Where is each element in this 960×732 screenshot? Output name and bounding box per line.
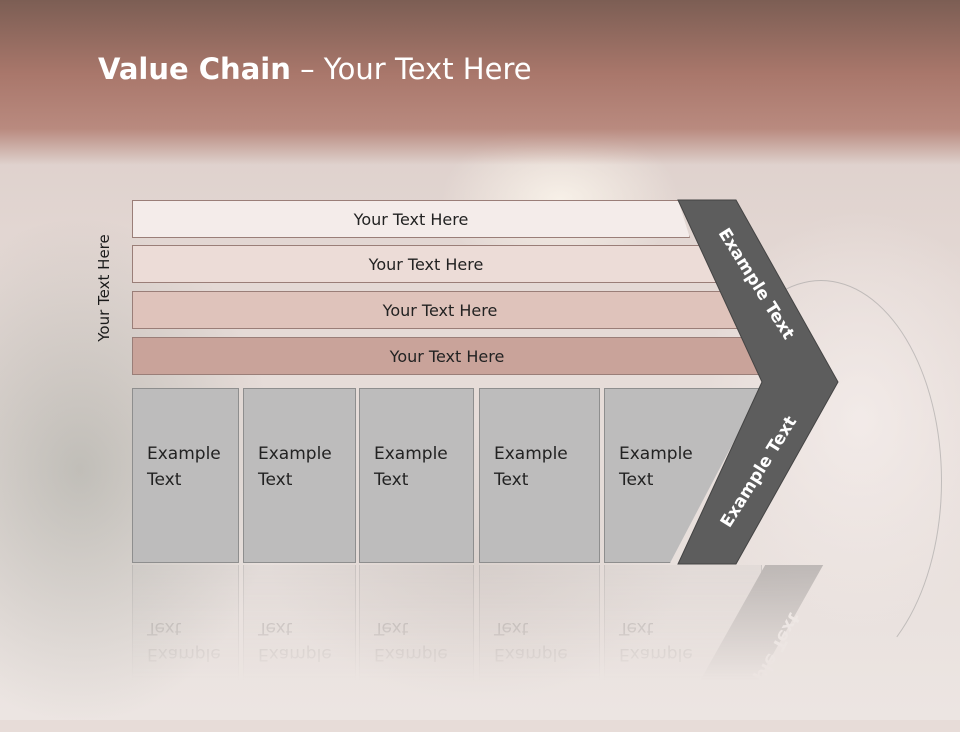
slide-title[interactable]: Value Chain – Your Text Here: [98, 52, 532, 86]
reflection-line2: Text: [147, 618, 182, 638]
reflection-line2: Text: [258, 618, 293, 638]
activity-box-line1: Example: [147, 444, 221, 464]
margin-chevron-shape: [677, 199, 839, 565]
reflection-box: Example Text: [243, 560, 356, 720]
reflection-box: Example Text: [359, 560, 474, 720]
activity-box-line2: Text: [147, 470, 182, 490]
value-bar-3[interactable]: Your Text Here: [132, 291, 748, 329]
reflection: Example Text Example Text Example Text E…: [0, 560, 960, 731]
value-bar-label: Your Text Here: [382, 300, 498, 320]
reflection-line1: Example: [258, 644, 332, 664]
activity-box-4[interactable]: Example Text: [479, 388, 600, 563]
title-rest: – Your Text Here: [290, 52, 532, 86]
value-bar-4[interactable]: Your Text Here: [132, 337, 762, 375]
activity-box-line2: Text: [494, 470, 529, 490]
value-bar-1[interactable]: Your Text Here: [132, 200, 690, 238]
vertical-label[interactable]: Your Text Here: [95, 234, 113, 342]
activity-box-3[interactable]: Example Text: [359, 388, 474, 563]
reflection-line2: Text: [374, 618, 409, 638]
title-bold: Value Chain: [98, 52, 291, 86]
reflection-line1: Example: [494, 644, 568, 664]
activity-box-1[interactable]: Example Text: [132, 388, 239, 563]
margin-chevron[interactable]: [676, 198, 842, 566]
decorative-arc: [700, 280, 942, 682]
activity-box-line1: Example: [374, 444, 448, 464]
activity-box-line2: Text: [619, 470, 654, 490]
reflection-line1: Example: [147, 644, 221, 664]
activity-box-line1: Example: [494, 444, 568, 464]
activity-box-line2: Text: [258, 470, 293, 490]
reflection-box: Example Text: [132, 560, 239, 720]
activity-box-2[interactable]: Example Text: [243, 388, 356, 563]
activity-box-line1: Example: [258, 444, 332, 464]
reflection-line1: Example: [374, 644, 448, 664]
value-bar-label: Your Text Here: [368, 254, 484, 274]
activity-box-line2: Text: [374, 470, 409, 490]
reflection-chevron: [678, 560, 826, 720]
title-band: [0, 0, 960, 165]
value-bar-label: Your Text Here: [353, 209, 469, 229]
reflection-box: Example Text: [479, 560, 600, 720]
value-bar-2[interactable]: Your Text Here: [132, 245, 720, 283]
value-bar-label: Your Text Here: [389, 346, 505, 366]
reflection-line2: Text: [494, 618, 529, 638]
activity-box-line1: Example: [619, 444, 693, 464]
